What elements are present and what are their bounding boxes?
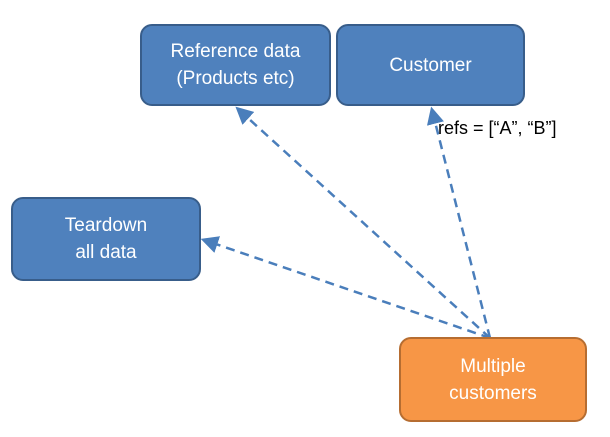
reference-data-label: Reference data (Products etc)	[170, 41, 301, 89]
edge-multiple-to-reference	[235, 106, 491, 339]
multiple-customers-label: Multiple customers	[449, 355, 537, 404]
customer-node: Customer	[336, 24, 525, 106]
edge-multiple-to-teardown	[200, 236, 491, 340]
refs-edge-label: refs = [“A”, “B”]	[438, 118, 557, 138]
multiple-customers-node: Multiple customers	[399, 337, 587, 422]
teardown-node: Teardown all data	[11, 197, 201, 281]
teardown-label: Teardown all data	[64, 215, 148, 263]
edge-multiple-to-customer	[426, 106, 492, 339]
customer-label: Customer	[389, 54, 472, 76]
reference-data-node: Reference data (Products etc)	[140, 24, 331, 106]
